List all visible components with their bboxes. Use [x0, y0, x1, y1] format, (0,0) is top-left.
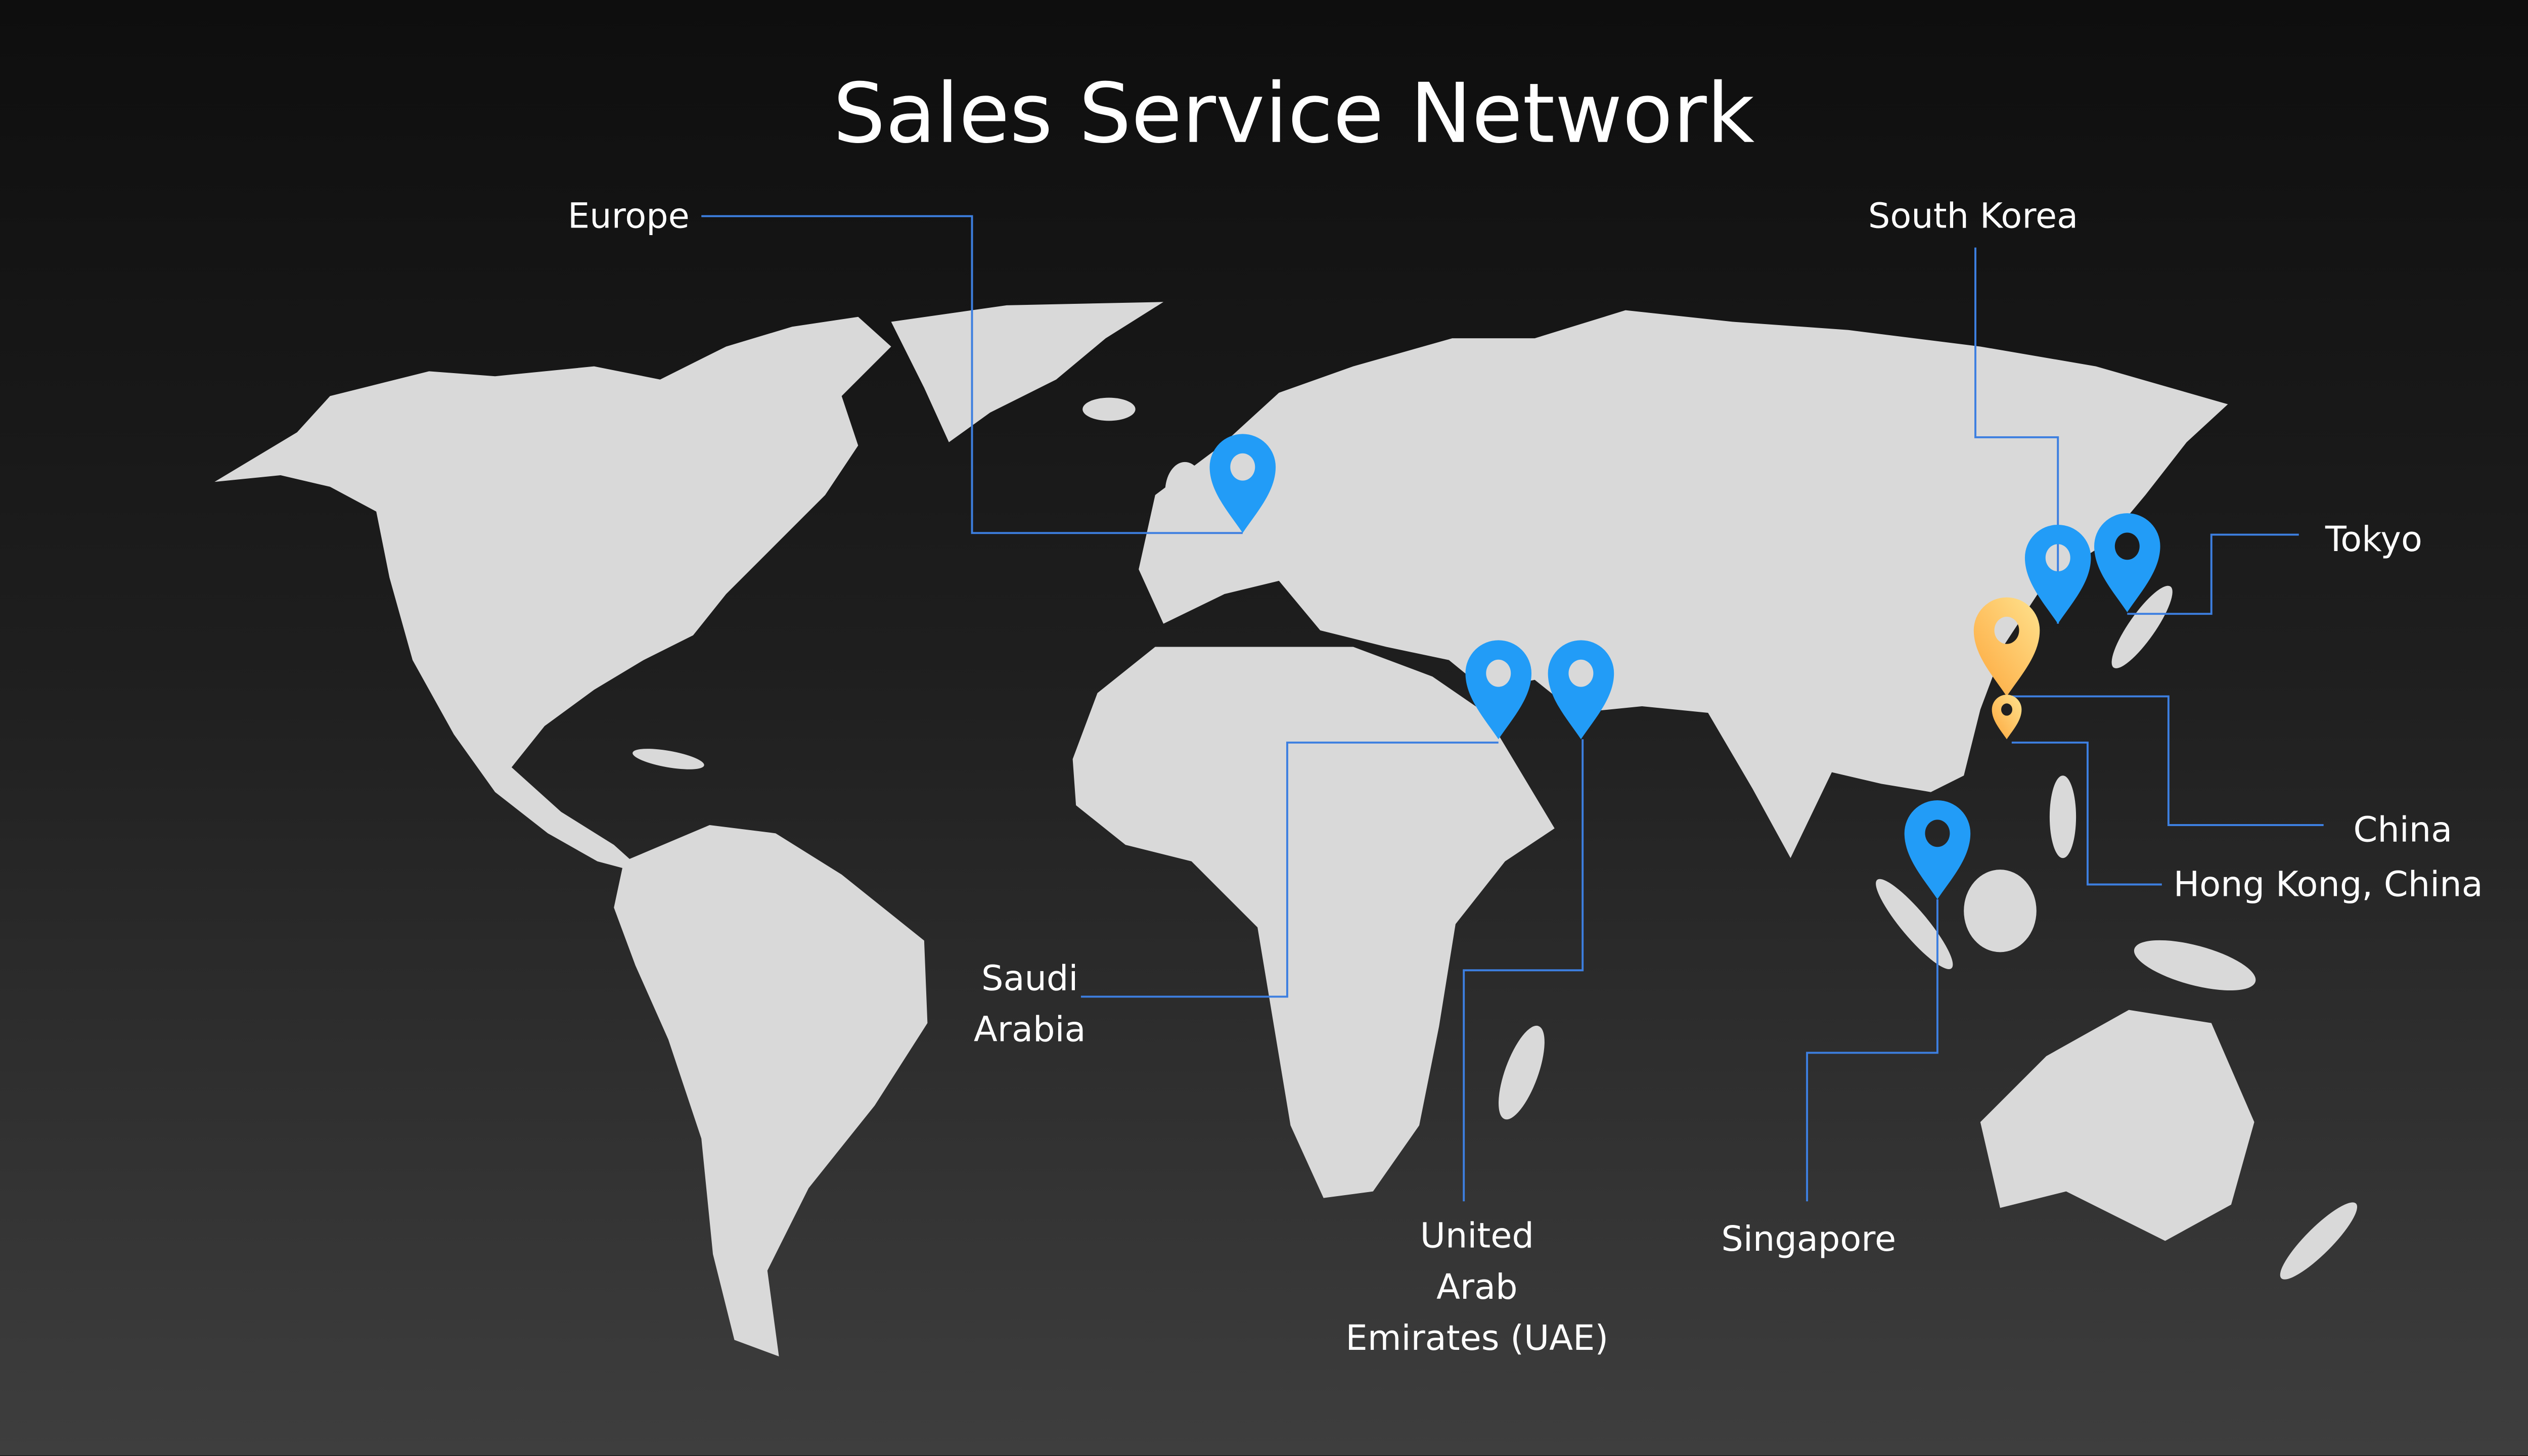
philippines — [2049, 776, 2076, 858]
page-title: Sales Service Network — [833, 66, 1755, 162]
australia — [1980, 1010, 2254, 1241]
location-pin-icon-hong-kong — [1992, 695, 2022, 740]
label-line: Arab — [1436, 1267, 1518, 1307]
leader-line-tokyo — [2127, 533, 2299, 615]
greenland — [891, 302, 1164, 442]
label-tokyo: Tokyo — [2325, 520, 2422, 560]
label-line: Arabia — [973, 1010, 1086, 1050]
label-hong-kong: Hong Kong, China — [2173, 864, 2483, 904]
japan-island — [2111, 585, 2173, 668]
label-line: Emirates (UAE) — [1345, 1318, 1609, 1358]
leader-line-saudi-arabia — [1080, 741, 1499, 998]
label-south-korea: South Korea — [1868, 196, 2079, 236]
location-pin-icon-china — [1973, 597, 2040, 697]
uk-island — [1165, 462, 1205, 522]
leader-line-singapore — [1806, 899, 1938, 1202]
borneo — [1964, 870, 2037, 952]
label-singapore: Singapore — [1721, 1219, 1897, 1259]
label-china: China — [2353, 810, 2453, 850]
location-pin-icon-singapore — [1904, 800, 1971, 899]
south-america — [614, 825, 928, 1357]
location-pin-icon-south-korea — [2024, 524, 2091, 624]
leader-line-china — [2011, 695, 2324, 826]
africa — [1072, 647, 1555, 1198]
madagascar — [1498, 1025, 1545, 1120]
eurasia — [1139, 310, 2228, 858]
location-pin-icon-tokyo — [2094, 513, 2160, 612]
location-pin-icon-uae — [1548, 640, 1614, 740]
iceland — [1082, 397, 1136, 421]
location-pin-icon-saudi-arabia — [1465, 640, 1531, 740]
label-line: United — [1420, 1216, 1534, 1256]
north-america — [214, 316, 891, 875]
leader-line-hong-kong — [2011, 741, 2162, 886]
label-uae: United Arab Emirates (UAE) — [1337, 1211, 1617, 1365]
label-saudi-arabia: Saudi Arabia — [967, 954, 1093, 1056]
leader-line-europe — [701, 215, 1243, 534]
new-zealand — [2280, 1202, 2358, 1280]
sumatra — [1876, 879, 1953, 969]
cuba — [633, 749, 704, 769]
location-pin-icon-europe — [1209, 434, 1276, 533]
leader-line-uae — [1463, 739, 1584, 1202]
new-guinea — [2134, 940, 2256, 991]
label-europe: Europe — [567, 196, 690, 236]
label-line: Saudi — [981, 959, 1078, 998]
